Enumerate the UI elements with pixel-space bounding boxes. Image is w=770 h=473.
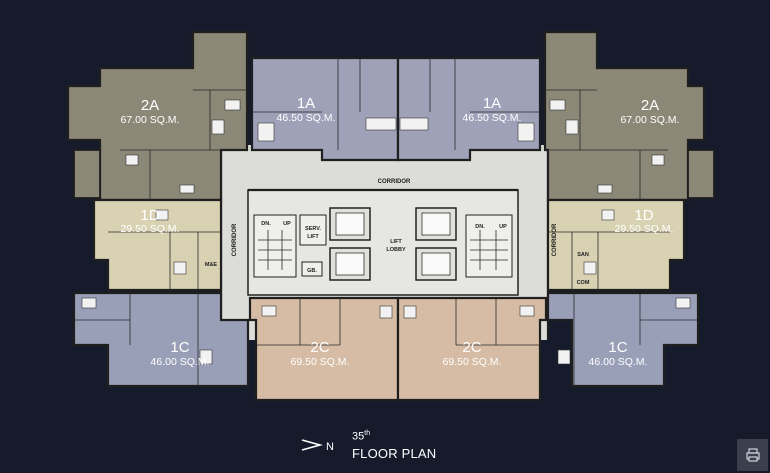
north-label: N bbox=[326, 441, 334, 453]
unit-1d-left[interactable] bbox=[92, 198, 223, 292]
unit-1a-left-name: 1A bbox=[297, 95, 315, 112]
print-icon bbox=[745, 448, 760, 462]
me-label: M&E bbox=[205, 262, 218, 268]
unit-1a-right-name: 1A bbox=[483, 95, 501, 112]
unit-1a-left[interactable] bbox=[250, 56, 400, 162]
floor-number: 35th bbox=[352, 430, 370, 443]
unit-1d-right-name: 1D bbox=[634, 207, 653, 224]
stair-right-dn: DN. bbox=[475, 224, 485, 230]
unit-1c-right-area: 46.00 SQ.M. bbox=[589, 356, 648, 368]
floor-number-suffix: th bbox=[364, 430, 371, 437]
gb-label: GB. bbox=[307, 268, 317, 274]
unit-2a-left-area: 67.00 SQ.M. bbox=[121, 114, 180, 126]
unit-2c-right[interactable] bbox=[396, 296, 548, 402]
stair-right-up: UP bbox=[499, 224, 507, 230]
com-label: COM bbox=[577, 280, 590, 286]
unit-2a-left[interactable] bbox=[66, 30, 249, 202]
unit-1c-right[interactable] bbox=[546, 291, 700, 388]
unit-1a-right[interactable] bbox=[396, 56, 542, 162]
unit-2a-right-name: 2A bbox=[641, 97, 659, 114]
lift-lobby-label-2: LOBBY bbox=[386, 247, 406, 253]
unit-2a-right[interactable] bbox=[543, 30, 715, 202]
unit-2c-left[interactable] bbox=[248, 296, 400, 402]
floor-plan-title: FLOOR PLAN bbox=[352, 446, 437, 461]
san-label: SAN bbox=[577, 252, 589, 258]
corridor-label-top: CORRIDOR bbox=[378, 179, 411, 185]
unit-2a-left-name: 2A bbox=[141, 97, 159, 114]
core bbox=[219, 145, 550, 340]
print-button[interactable] bbox=[737, 439, 768, 471]
unit-2c-left-name: 2C bbox=[310, 339, 329, 356]
unit-1c-left[interactable] bbox=[72, 291, 250, 388]
unit-1c-left-name: 1C bbox=[170, 339, 189, 356]
unit-2c-right-area: 69.50 SQ.M. bbox=[443, 356, 502, 368]
north-arrow-icon bbox=[301, 439, 323, 451]
unit-1d-right[interactable] bbox=[546, 198, 686, 292]
service-lift-label-1: SERV. bbox=[305, 226, 321, 232]
unit-1a-right-area: 46.50 SQ.M. bbox=[463, 112, 522, 124]
floor-number-value: 35 bbox=[352, 430, 365, 443]
unit-1d-left-area: 29.50 SQ.M. bbox=[121, 223, 180, 235]
corridor-label-right: CORRIDOR bbox=[552, 223, 558, 256]
unit-1d-right-area: 29.50 SQ.M. bbox=[615, 223, 674, 235]
lift-lobby-label-1: LIFT bbox=[390, 239, 402, 245]
unit-2c-left-area: 69.50 SQ.M. bbox=[291, 356, 350, 368]
stair-left-dn: DN. bbox=[261, 221, 271, 227]
stair-left-up: UP bbox=[283, 221, 291, 227]
unit-2c-right-name: 2C bbox=[462, 339, 481, 356]
unit-2a-right-area: 67.00 SQ.M. bbox=[621, 114, 680, 126]
unit-1c-right-name: 1C bbox=[608, 339, 627, 356]
corridor-label-left: CORRIDOR bbox=[232, 223, 238, 256]
unit-1c-left-area: 46.00 SQ.M. bbox=[151, 356, 210, 368]
unit-1d-left-name: 1D bbox=[140, 207, 159, 224]
unit-1a-left-area: 46.50 SQ.M. bbox=[277, 112, 336, 124]
service-lift-label-2: LIFT bbox=[307, 234, 319, 240]
